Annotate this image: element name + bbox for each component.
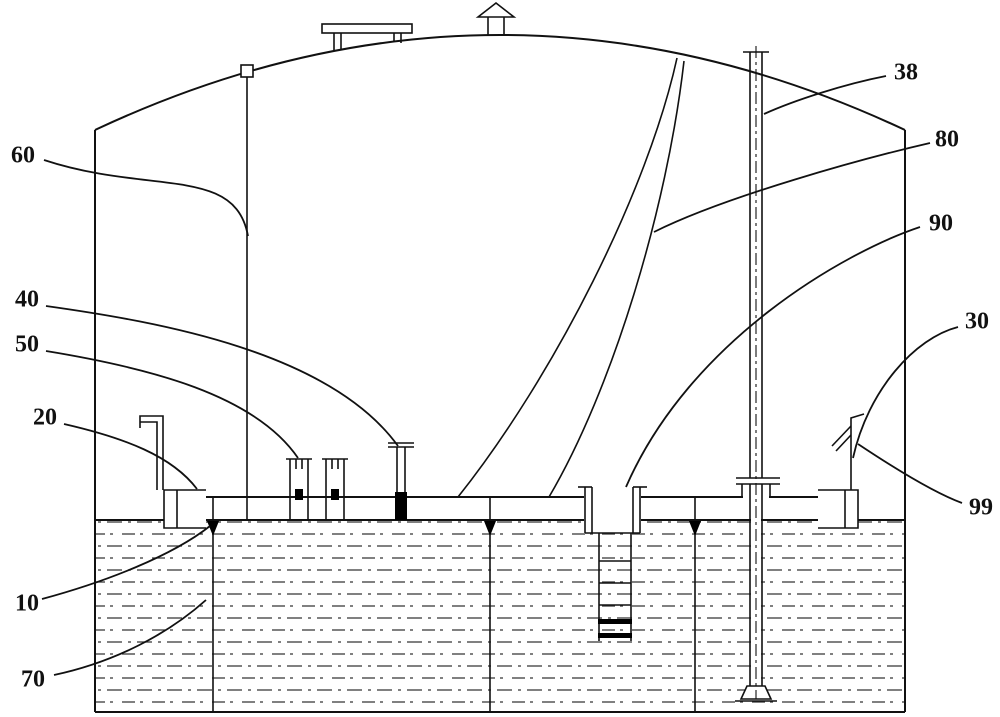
- leader-30: [852, 326, 959, 459]
- leader-90: [625, 226, 921, 488]
- ref-label-99: 99: [969, 494, 993, 521]
- deck-fixture-20: [139, 415, 164, 490]
- roof-vent: [475, 1, 517, 35]
- leader-40: [45, 305, 399, 447]
- swing-cable: [457, 57, 685, 498]
- leader-20: [63, 423, 198, 490]
- ref-label-70: 70: [21, 666, 45, 693]
- floating-deck: [96, 496, 904, 521]
- ref-label-90: 90: [929, 210, 953, 237]
- ref-label-30: 30: [965, 308, 989, 335]
- liquid-hatch: [96, 521, 904, 711]
- leader-10: [41, 525, 211, 600]
- leader-38: [763, 75, 887, 115]
- leader-60: [43, 159, 249, 237]
- ref-label-10: 10: [15, 590, 39, 617]
- ref-label-50: 50: [15, 331, 39, 358]
- ref-label-80: 80: [935, 126, 959, 153]
- gauge-pipe-38: [735, 46, 780, 702]
- rim-seal-left: [163, 489, 206, 529]
- deck-ladder: [598, 533, 632, 641]
- rim-seal-right: [818, 489, 859, 529]
- dome-roof: [94, 34, 906, 131]
- deck-fixture-30: [831, 413, 865, 490]
- deck-manhole-90: [578, 486, 647, 534]
- deck-legs: [207, 497, 701, 711]
- leader-80: [653, 142, 931, 233]
- guide-pole: [240, 64, 254, 520]
- bleeder-vent-40: [388, 442, 414, 520]
- guide-sleeves-50: [286, 458, 348, 520]
- ref-label-20: 20: [33, 404, 57, 431]
- ref-label-40: 40: [15, 286, 39, 313]
- leader-lines: [41, 75, 963, 676]
- tank-shell: [94, 130, 906, 713]
- roof-hatch: [321, 23, 413, 51]
- ref-label-38: 38: [894, 59, 918, 86]
- leader-99: [857, 443, 963, 504]
- leader-70: [53, 599, 207, 676]
- leader-50: [45, 350, 299, 459]
- ref-label-60: 60: [11, 142, 35, 169]
